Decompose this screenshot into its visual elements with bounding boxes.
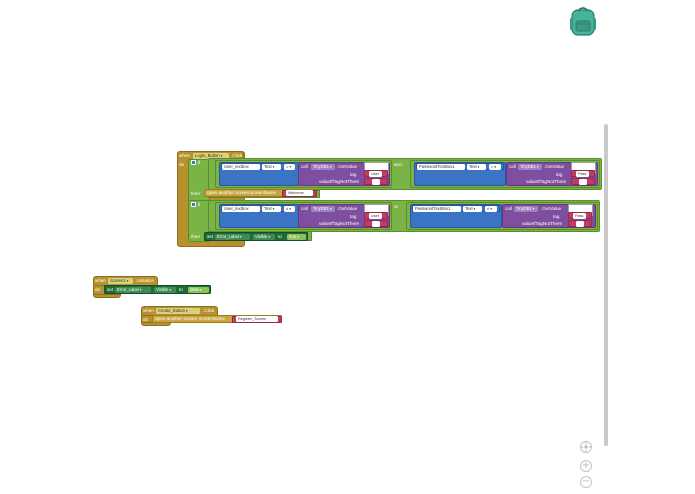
if-label: if — [198, 160, 201, 165]
then-label: then — [191, 234, 200, 239]
not-equals-operator-dropdown[interactable]: ≠ — [284, 205, 295, 212]
crosshair-icon[interactable] — [580, 441, 592, 453]
call-label: call — [505, 206, 512, 211]
tag-text-user[interactable]: User — [369, 170, 382, 177]
when-label: when — [95, 278, 106, 283]
call-label: call — [509, 164, 516, 169]
value-if-tag-not-there-label: valueIfTagNotThere — [522, 221, 563, 226]
call-label: call — [301, 164, 308, 169]
tag-label: tag — [350, 172, 357, 177]
screen-name-text[interactable]: Register_Screen — [236, 316, 278, 322]
backpack-icon[interactable] — [566, 4, 600, 43]
tag-text-pass[interactable]: Pass — [576, 170, 589, 177]
user-textbox-dropdown[interactable]: User_textbox — [222, 205, 260, 212]
do-label: do — [179, 162, 185, 167]
open-another-screen-label: open another screen — [155, 316, 198, 321]
tag-label: tag — [553, 214, 560, 219]
tag-text-pass[interactable]: Pass — [573, 212, 586, 219]
plus-icon[interactable]: + — [580, 460, 592, 472]
set-label: set — [207, 233, 214, 239]
to-label: to — [179, 286, 183, 292]
login-button-dropdown[interactable]: Login_Button — [193, 153, 229, 159]
minus-icon[interactable]: − — [580, 476, 592, 488]
text-property-dropdown[interactable]: Text — [467, 163, 486, 170]
text-property-dropdown[interactable]: Text — [463, 205, 482, 212]
equals-operator-dropdown[interactable]: = — [284, 163, 295, 170]
password-textbox-dropdown[interactable]: PasswordTextBox1 — [413, 205, 461, 212]
create-button-dropdown[interactable]: Create_Button — [156, 308, 200, 314]
value-if-tag-not-there-label: valueIfTagNotThere — [526, 179, 567, 184]
when-label: when — [143, 308, 154, 313]
getvalue-label: .GetValue — [337, 206, 358, 211]
gear-icon[interactable] — [191, 202, 196, 207]
not-equals-operator-dropdown[interactable]: ≠ — [485, 205, 497, 212]
screen-name-label: screenName — [199, 316, 226, 321]
getvalue-label: .GetValue — [541, 206, 562, 211]
false-value-dropdown[interactable]: false — [188, 286, 209, 293]
event-label: .Click — [231, 153, 243, 158]
error-label-dropdown[interactable]: Error_Label — [115, 286, 151, 293]
initialize-label: .Initialize — [136, 278, 154, 283]
value-if-tag-not-there-label: valueIfTagNotThere — [319, 221, 360, 226]
text-property-dropdown[interactable]: Text — [262, 205, 281, 212]
empty-text[interactable] — [372, 178, 380, 185]
tinydb-dropdown[interactable]: TinyDB1 — [311, 205, 335, 212]
tinydb-dropdown[interactable]: TinyDB1 — [311, 163, 335, 170]
set-label: set — [107, 286, 114, 292]
equals-operator-dropdown[interactable]: = — [489, 163, 501, 170]
tag-label: tag — [556, 172, 563, 177]
visible-property-dropdown[interactable]: Visible — [154, 286, 176, 293]
empty-text[interactable] — [579, 178, 587, 185]
when-label: when — [179, 153, 190, 158]
empty-text[interactable] — [372, 220, 380, 227]
click-label: .Click — [203, 308, 215, 313]
call-label: call — [301, 206, 308, 211]
and-operator[interactable]: and — [394, 162, 402, 167]
tinydb-dropdown[interactable]: TinyDB1 — [518, 163, 542, 170]
tinydb-dropdown[interactable]: TinyDB1 — [514, 205, 538, 212]
value-if-tag-not-there-label: valueIfTagNotThere — [319, 179, 360, 184]
to-label: to — [278, 233, 282, 239]
workspace-scrollbar[interactable] — [604, 124, 608, 446]
do-label: do — [143, 317, 149, 322]
open-another-screen-label: open another screen — [207, 190, 250, 195]
if-label: if — [198, 202, 201, 207]
or-operator[interactable]: or — [394, 204, 399, 209]
screen-name-text[interactable]: Welcome — [286, 190, 313, 196]
password-textbox-dropdown[interactable]: PasswordTextBox1 — [417, 163, 465, 170]
gear-icon[interactable] — [191, 160, 196, 165]
then-label: then — [191, 191, 200, 196]
true-value-dropdown[interactable]: true — [287, 233, 306, 240]
user-textbox-dropdown[interactable]: User_textbox — [222, 163, 260, 170]
getvalue-label: .GetValue — [544, 164, 565, 169]
screen-name-label: screenName — [250, 190, 277, 195]
tag-text-user[interactable]: User — [369, 212, 382, 219]
getvalue-label: .GetValue — [337, 164, 358, 169]
do-label: do — [95, 287, 101, 292]
visible-property-dropdown[interactable]: Visible — [253, 233, 275, 240]
tag-label: tag — [350, 214, 357, 219]
empty-text[interactable] — [576, 220, 584, 227]
error-label-dropdown[interactable]: Error_Label — [215, 233, 250, 240]
screen1-dropdown[interactable]: Screen1 — [108, 278, 133, 284]
text-property-dropdown[interactable]: Text — [262, 163, 281, 170]
